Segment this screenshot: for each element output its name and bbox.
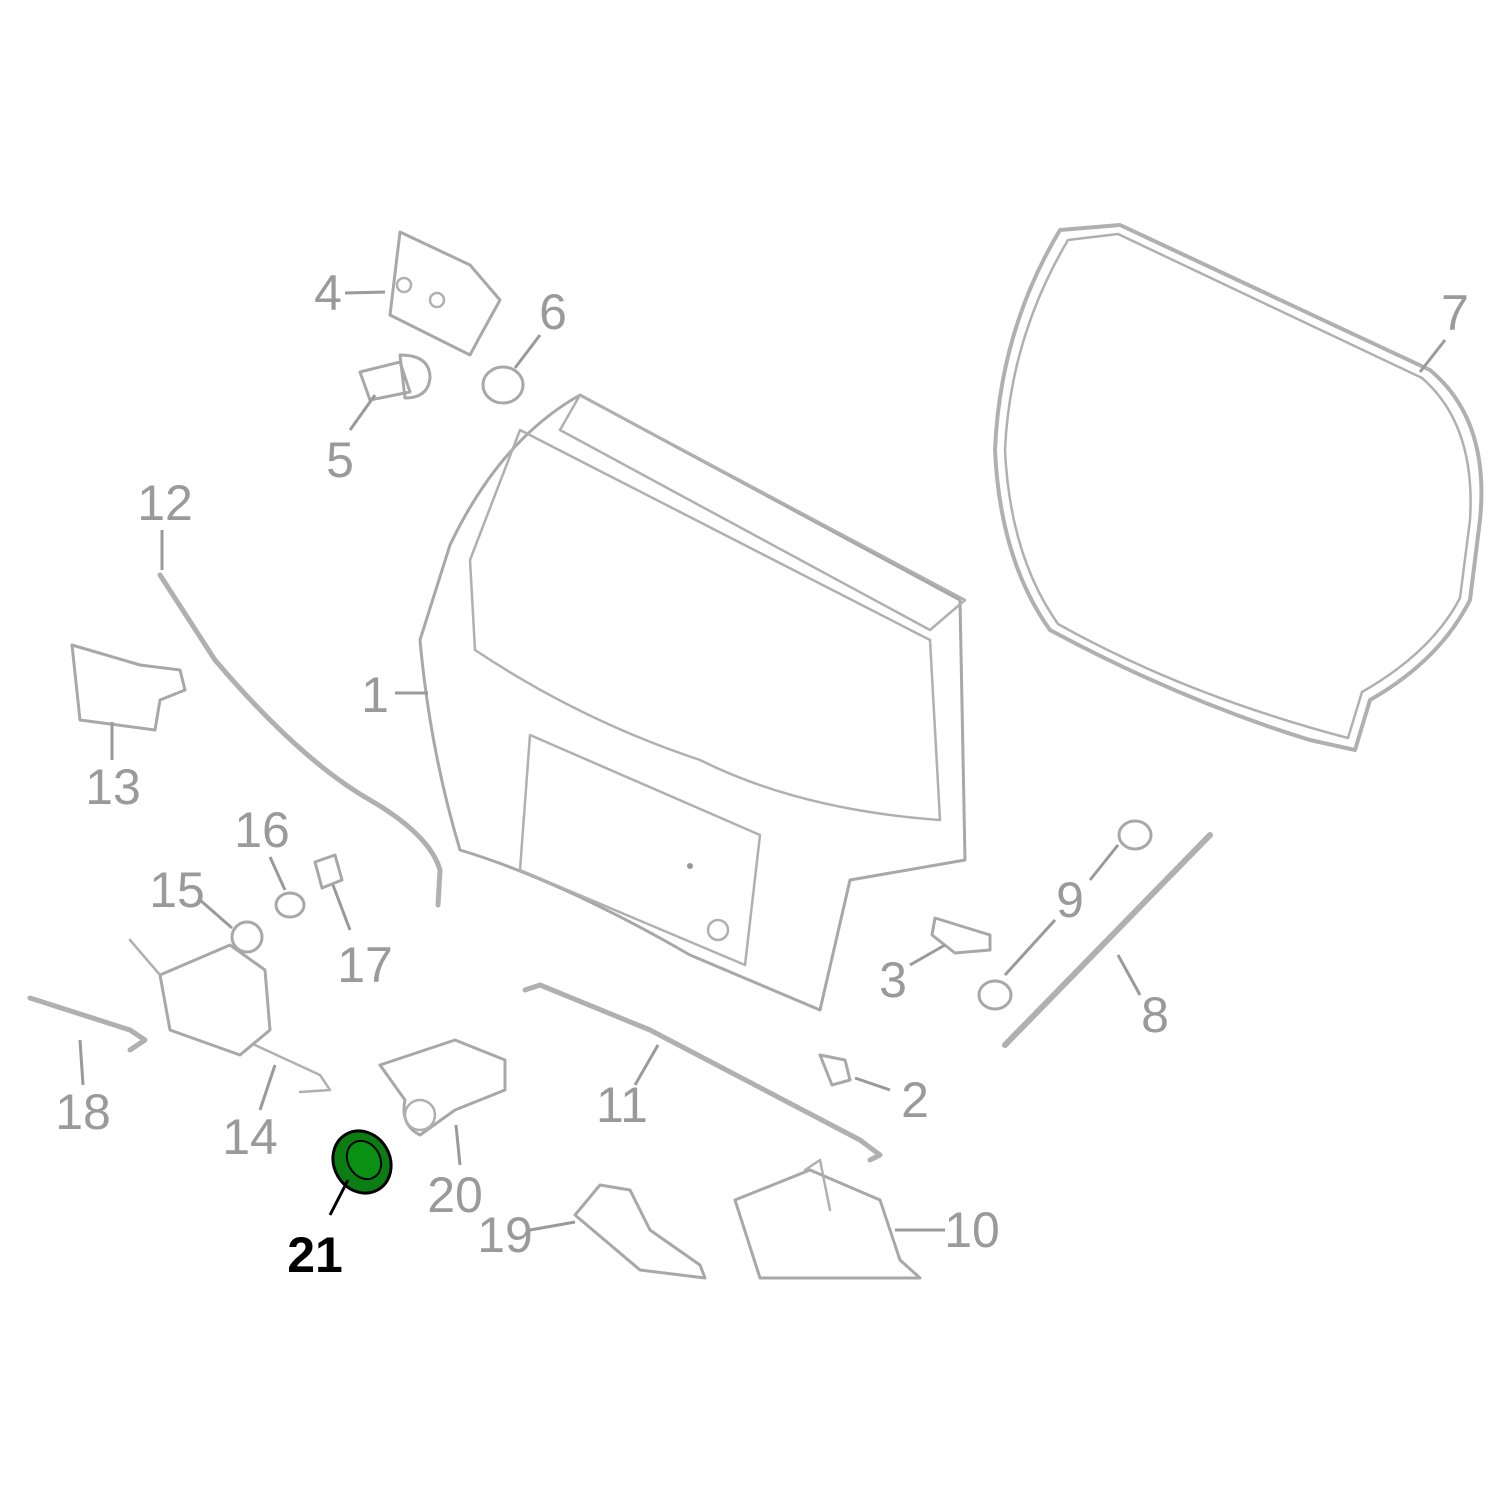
- part-5-bolt[interactable]: [358, 353, 432, 402]
- callout-label-3[interactable]: 3: [879, 952, 907, 1008]
- part-21-leader: [328, 1179, 350, 1216]
- part-18-rod[interactable]: [27, 995, 148, 1053]
- callout-label-9[interactable]: 9: [1056, 872, 1084, 928]
- part-20-lock-cylinder[interactable]: [378, 1038, 507, 1137]
- callout-label-18[interactable]: 18: [55, 1084, 111, 1140]
- callout-label-16[interactable]: 16: [234, 802, 290, 858]
- part-14-actuator[interactable]: [158, 943, 272, 1057]
- part-10-latch[interactable]: [733, 1168, 922, 1280]
- callout-label-7[interactable]: 7: [1441, 285, 1469, 341]
- callout-label-19[interactable]: 19: [477, 1207, 533, 1263]
- callout-label-21[interactable]: 21: [287, 1227, 343, 1283]
- part-11-rod[interactable]: [522, 982, 883, 1163]
- callout-label-14[interactable]: 14: [222, 1109, 278, 1165]
- callout-label-5[interactable]: 5: [326, 432, 354, 488]
- callout-label-20[interactable]: 20: [427, 1167, 483, 1223]
- callout-label-12[interactable]: 12: [137, 475, 193, 531]
- part-7-weatherstrip[interactable]: [993, 223, 1484, 752]
- part-12-rod[interactable]: [157, 572, 443, 908]
- part-8-strut[interactable]: [1002, 832, 1213, 1048]
- callout-label-6[interactable]: 6: [539, 284, 567, 340]
- part-16-clip[interactable]: [274, 891, 306, 919]
- leader-lines: [78, 290, 1447, 1232]
- callout-label-4[interactable]: 4: [314, 265, 342, 321]
- part-3-bumper[interactable]: [930, 916, 992, 955]
- part-1-tailgate[interactable]: [418, 393, 967, 1012]
- part-4-hinge[interactable]: [388, 230, 502, 357]
- callout-label-13[interactable]: 13: [85, 759, 141, 815]
- part-15-grommet[interactable]: [230, 920, 264, 954]
- callout-label-1[interactable]: 1: [361, 667, 389, 723]
- callout-label-10[interactable]: 10: [944, 1202, 1000, 1258]
- part-17-clip[interactable]: [313, 853, 344, 890]
- part-2-bolt[interactable]: [818, 1053, 852, 1087]
- callout-label-11[interactable]: 11: [596, 1077, 648, 1133]
- callout-label-2[interactable]: 2: [901, 1072, 929, 1128]
- part-6-cap[interactable]: [481, 365, 525, 405]
- part-19-striker[interactable]: [573, 1183, 707, 1280]
- part-9-ball-stud[interactable]: [1117, 819, 1153, 851]
- callout-label-8[interactable]: 8: [1141, 987, 1169, 1043]
- callout-label-17[interactable]: 17: [337, 937, 393, 993]
- callout-label-15[interactable]: 15: [149, 862, 205, 918]
- part-13-bracket[interactable]: [70, 643, 187, 732]
